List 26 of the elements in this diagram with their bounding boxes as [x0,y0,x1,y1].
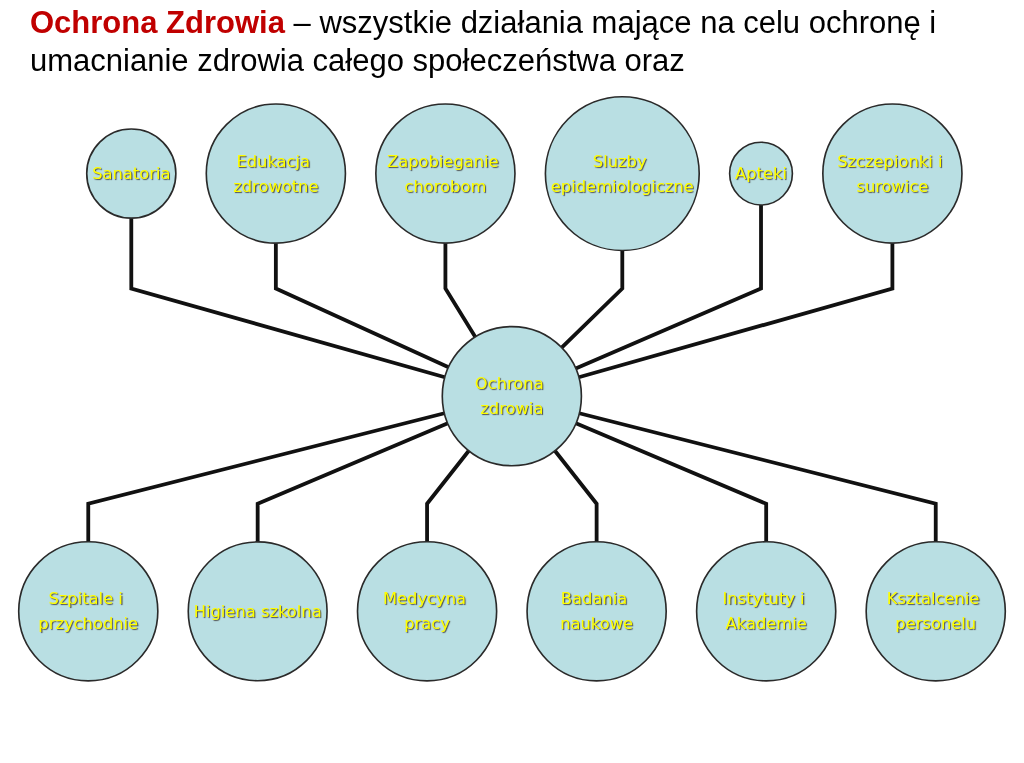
node-circle: Medycyna pracy [356,540,498,682]
node-circle: Higiena szkolna [187,541,328,682]
connector [553,449,599,542]
node-circle: Apteki [728,141,794,206]
node-circle: Szpitale i przychodnie [17,540,159,682]
node-circle: Szczepionki i surowice [822,103,963,244]
node-circle: Edukacja zdrowotne [205,103,347,244]
node-circle: Sluzby epidemiologiczne [544,95,700,252]
node-circle: Ksztalcenie personelu [865,540,1007,682]
node-circle: Instytuty i Akademie [695,540,837,682]
connector [255,421,449,542]
title: Ochrona Zdrowia – wszystkie działania mające na celu ochronę i umacnianie zdrowia całego społeczeństwa oraz [30,4,938,80]
connector [575,421,769,542]
connector [86,411,445,542]
node-circle: Zapobieganie chorobom [375,103,516,244]
node-circle: Sanatoria [85,128,177,219]
node-circle: Badania naukowe [526,540,667,682]
connector [560,250,625,349]
connector [578,411,938,542]
connector [129,218,446,380]
connector [574,205,763,371]
node-circle: Ochrona zdrowia [441,325,583,467]
connector [425,449,471,542]
connector [578,243,895,380]
connector [443,243,477,338]
connector [273,243,450,369]
